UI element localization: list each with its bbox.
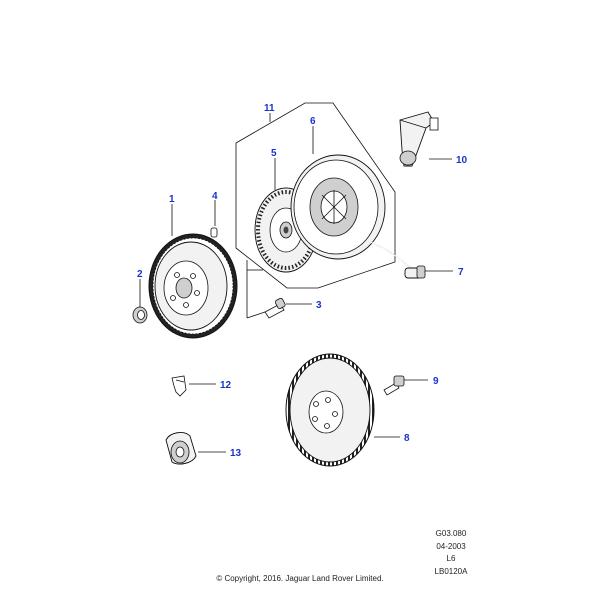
slave-cylinder (399, 111, 439, 167)
callout-10: 10 (456, 155, 468, 166)
callout-5: 5 (271, 148, 277, 159)
retaining-clip (171, 375, 187, 397)
flexplate-bolt (383, 375, 405, 396)
flexplate (285, 353, 375, 467)
dual-mass-flywheel (148, 233, 238, 339)
pressure-plate (290, 154, 386, 260)
callout-2: 2 (137, 269, 143, 280)
flywheel-bolt (264, 297, 286, 319)
issue-date: 04-2003 (436, 541, 466, 551)
illustration-id: LB0120A (434, 566, 468, 576)
copyright-notice: © Copyright, 2016. Jaguar Land Rover Lim… (216, 574, 384, 583)
callout-12: 12 (220, 380, 232, 391)
clutch-kit-outline (235, 102, 396, 289)
callout-13: 13 (230, 448, 242, 459)
group-code: G03.080 (435, 529, 467, 538)
pilot-bearing (132, 306, 148, 324)
leader-lines (139, 113, 453, 453)
callout-7: 7 (458, 267, 464, 278)
callout-1: 1 (169, 194, 175, 205)
release-bearing (165, 432, 197, 465)
callout-9: 9 (433, 376, 439, 387)
illustration-metadata: G03.080 04-2003 L6 LB0120A (424, 528, 478, 578)
engine-code: L6 (446, 554, 456, 563)
callout-3: 3 (316, 300, 322, 311)
hose-connector (404, 265, 426, 279)
callout-6: 6 (310, 116, 316, 127)
callout-8: 8 (404, 433, 410, 444)
hydraulic-hose (369, 241, 415, 271)
callout-11: 11 (264, 103, 275, 114)
callout-4: 4 (212, 191, 218, 202)
dowel-pin (210, 227, 218, 238)
